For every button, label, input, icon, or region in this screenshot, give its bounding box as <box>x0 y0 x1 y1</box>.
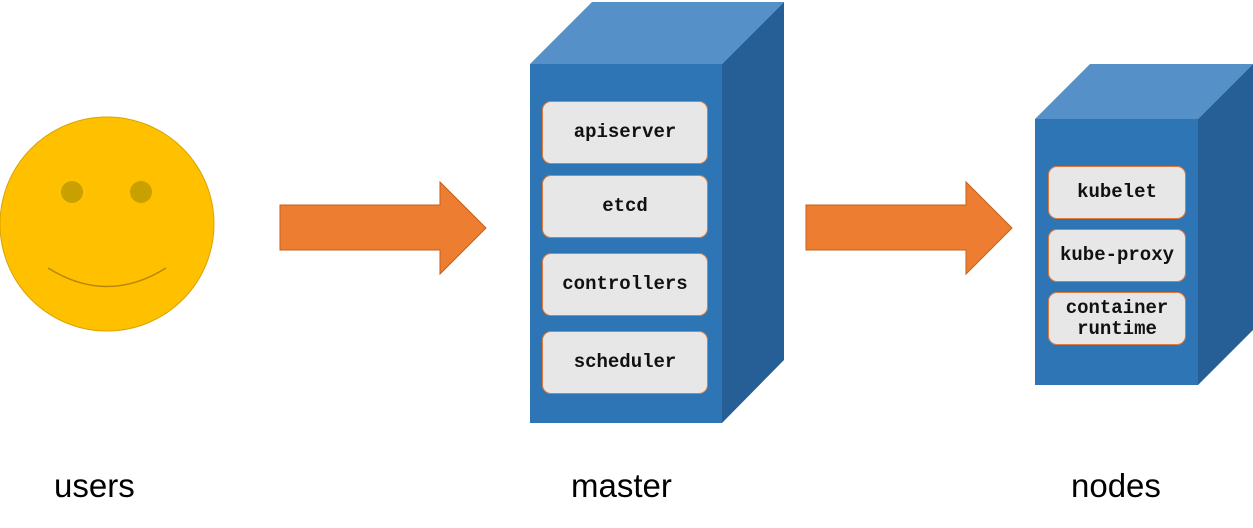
left-eye-icon <box>61 181 83 203</box>
users-label: users <box>54 467 135 504</box>
right-eye-icon <box>130 181 152 203</box>
smiley-face-icon <box>0 116 215 332</box>
node-component-kubelet: kubelet <box>1048 166 1186 219</box>
node-top-face <box>1035 64 1253 119</box>
node-side-face <box>1198 64 1253 385</box>
master-label: master <box>571 467 672 504</box>
right-arrow-icon <box>805 180 1013 276</box>
node-component-kube-proxy: kube-proxy <box>1048 229 1186 282</box>
master-component-scheduler: scheduler <box>542 331 708 394</box>
right-arrow-icon <box>279 180 487 276</box>
master-component-apiserver: apiserver <box>542 101 708 164</box>
node-component-container-runtime: container runtime <box>1048 292 1186 345</box>
nodes-label: nodes <box>1071 467 1161 504</box>
master-side-face <box>722 2 784 423</box>
master-component-controllers: controllers <box>542 253 708 316</box>
smile-mouth <box>47 267 167 288</box>
master-top-face <box>530 2 784 64</box>
master-component-etcd: etcd <box>542 175 708 238</box>
